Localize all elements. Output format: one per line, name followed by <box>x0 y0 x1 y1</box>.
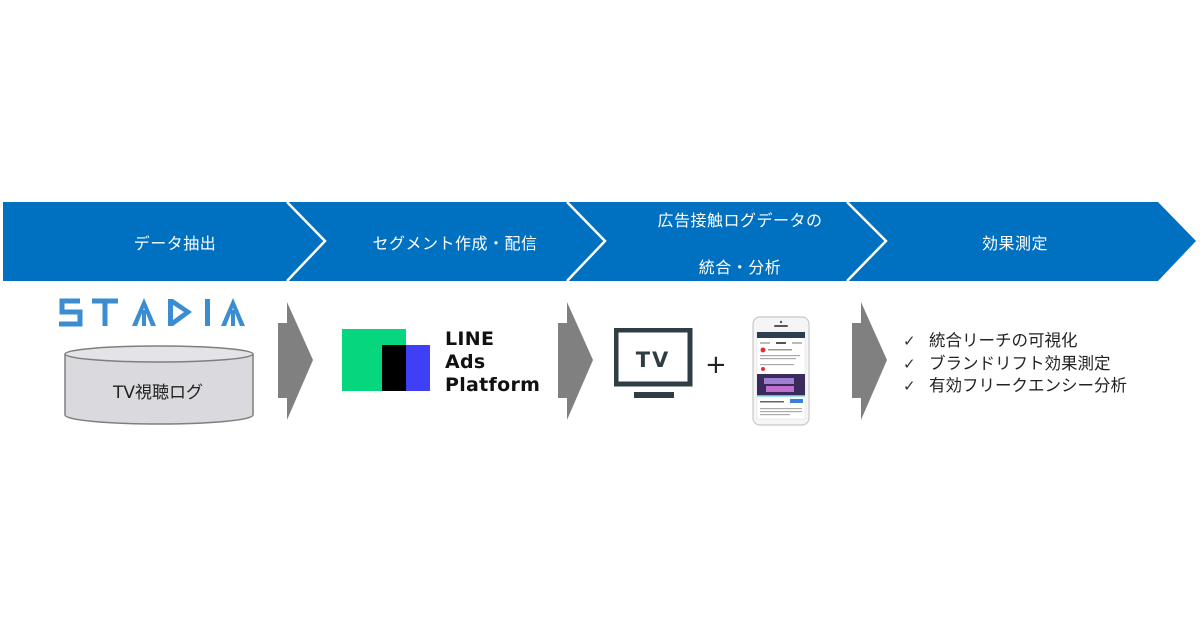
step-label-integration-line2: 統合・分析 <box>698 258 782 277</box>
wordmark-line: LINE <box>445 328 495 350</box>
check-icon: ✓ <box>903 377 916 395</box>
tv-icon-text: TV <box>636 348 671 372</box>
step-label-effect-measurement: 効果測定 <box>981 234 1048 253</box>
step-label-segment-delivery: セグメント作成・配信 <box>372 234 538 253</box>
step-label-data-extraction: データ抽出 <box>133 234 217 253</box>
wordmark-line: Ads <box>445 351 486 373</box>
arrow-right-icon <box>278 302 313 420</box>
stadia-logo <box>59 298 245 327</box>
line-ads-platform-wordmark: LINE Ads Platform <box>445 328 540 397</box>
chevron-divider-3 <box>846 201 888 282</box>
checklist-item: ✓ 統合リーチの可視化 <box>903 330 1127 353</box>
chevron-divider-2 <box>566 201 607 282</box>
checklist-item: ✓ ブランドリフト効果測定 <box>903 353 1127 376</box>
arrow-right-icon <box>558 302 593 420</box>
line-ads-platform-logo-mark <box>342 329 430 391</box>
plus-sign: + <box>705 350 727 380</box>
chevron-divider-1 <box>286 201 327 282</box>
arrow-right-icon <box>852 302 887 420</box>
checklist-item-label: ブランドリフト効果測定 <box>929 353 1111 373</box>
tv-icon: TV <box>614 328 693 398</box>
checklist-item-label: 有効フリークエンシー分析 <box>929 376 1127 395</box>
results-checklist: ✓ 統合リーチの可視化 ✓ ブランドリフト効果測定 ✓ 有効フリークエンシー分析 <box>903 330 1127 398</box>
step-label-integration-line1: 広告接触ログデータの <box>657 211 823 230</box>
smartphone-icon <box>752 316 810 426</box>
wordmark-line: Platform <box>445 374 541 396</box>
checklist-item-label: 統合リーチの可視化 <box>929 331 1078 350</box>
tv-viewing-log-label: TV視聴ログ <box>112 383 203 403</box>
check-icon: ✓ <box>903 332 916 350</box>
checklist-item: ✓ 有効フリークエンシー分析 <box>903 375 1127 398</box>
flow-band-shape <box>3 202 1196 281</box>
database-cylinder-icon <box>64 345 254 425</box>
check-icon: ✓ <box>903 354 916 373</box>
